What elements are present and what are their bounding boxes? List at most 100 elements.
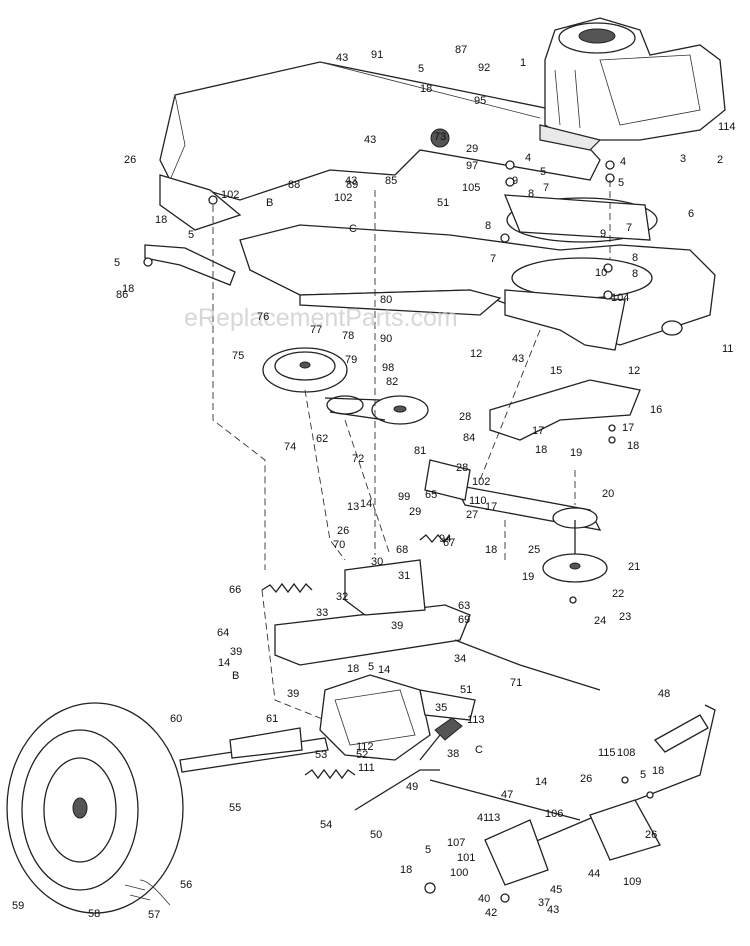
part-label: 87 — [455, 44, 467, 56]
part-label: 37 — [538, 897, 550, 909]
part-label: 18 — [420, 83, 432, 95]
part-label: 4 — [620, 156, 626, 168]
part-label: 7 — [626, 222, 632, 234]
control-rods — [354, 639, 601, 821]
part-label: 77 — [310, 324, 322, 336]
part-label: 45 — [550, 884, 562, 896]
part-label: 59 — [12, 900, 24, 912]
part-label: 58 — [88, 908, 100, 920]
part-label: 16 — [650, 404, 662, 416]
part-label: 73 — [434, 131, 446, 143]
part-label: 35 — [435, 702, 447, 714]
part-label: 65 — [425, 489, 437, 501]
part-label: 5 — [114, 257, 120, 269]
part-label: 6 — [688, 208, 694, 220]
part-label: 29 — [409, 506, 421, 518]
part-label: 14 — [360, 498, 372, 510]
part-label: 70 — [333, 539, 345, 551]
part-label: 72 — [352, 453, 364, 465]
part-label: 5 — [540, 166, 546, 178]
idler-bracket — [489, 379, 641, 441]
part-label: 57 — [148, 909, 160, 921]
part-label: 60 — [170, 713, 182, 725]
part-label: 99 — [398, 491, 410, 503]
part-label: 14 — [218, 657, 230, 669]
part-label: 114 — [718, 121, 736, 133]
part-label: 44 — [588, 868, 600, 880]
part-label: 12 — [470, 348, 482, 360]
part-label: 110 — [469, 495, 487, 507]
part-label: 78 — [342, 330, 354, 342]
part-label: 30 — [371, 556, 383, 568]
part-label: 8 — [528, 188, 534, 200]
part-number-labels: 1 2 3 4 4 5 5 5 5 5 5 5 5 6 7 7 7 8 8 8 … — [12, 44, 736, 921]
part-label: 5 — [425, 844, 431, 856]
part-label: 9 — [600, 228, 606, 240]
bracket-86 — [144, 244, 236, 286]
part-label: 11 — [722, 343, 733, 355]
part-label: 40 — [478, 893, 490, 905]
part-label: 79 — [345, 354, 357, 366]
part-label: 25 — [528, 544, 540, 556]
part-label: 20 — [602, 488, 614, 500]
part-label: 43 — [364, 134, 376, 146]
part-label: 43 — [547, 904, 559, 916]
part-label: 91 — [371, 49, 383, 61]
part-label: 53 — [315, 749, 327, 761]
part-label: 13 — [347, 501, 359, 513]
part-label: 10 — [595, 267, 607, 279]
bracket-80 — [299, 289, 502, 316]
part-label: 18 — [652, 765, 664, 777]
part-label: 18 — [122, 283, 134, 295]
part-label: 108 — [617, 747, 635, 759]
part-label: 18 — [347, 663, 359, 675]
part-label: 82 — [386, 376, 398, 388]
lower-pulley — [542, 507, 608, 583]
part-label: 112 — [356, 741, 374, 753]
part-label: 26 — [337, 525, 349, 537]
part-label: 17 — [622, 422, 634, 434]
rear-wheel — [6, 702, 184, 914]
part-label: 18 — [400, 864, 412, 876]
part-label: 102 — [472, 476, 490, 488]
part-label: 18 — [485, 544, 497, 556]
part-label: 38 — [447, 748, 459, 760]
part-label: 13 — [488, 812, 500, 824]
part-label: 86 — [116, 289, 128, 301]
part-label: 18 — [155, 214, 167, 226]
part-label: C — [349, 223, 357, 235]
upper-chassis-panel — [159, 61, 601, 231]
part-label: 17 — [485, 501, 497, 513]
part-label: 5 — [418, 63, 424, 75]
part-label: 24 — [594, 615, 606, 627]
part-label: 54 — [320, 819, 332, 831]
part-label: 29 — [466, 143, 478, 155]
part-label: 101 — [457, 852, 475, 864]
part-label: 85 — [385, 175, 397, 187]
watermark-text: eReplacementParts.com — [184, 304, 458, 332]
part-label: 52 — [356, 749, 368, 761]
part-label: 43 — [345, 175, 357, 187]
part-label: 26 — [124, 154, 136, 166]
springs — [261, 534, 451, 780]
part-label: 28 — [459, 411, 471, 423]
part-label: 94 — [439, 533, 451, 545]
part-label: 97 — [466, 160, 478, 172]
part-label: 81 — [414, 445, 426, 457]
part-label: 14 — [535, 776, 547, 788]
part-label: 88 — [288, 179, 300, 191]
part-label: 39 — [391, 620, 403, 632]
part-label: 95 — [474, 95, 486, 107]
part-label: 75 — [232, 350, 244, 362]
dashed-guide-lines — [212, 180, 611, 721]
part-label: 22 — [612, 588, 624, 600]
transmission-plate — [274, 559, 471, 666]
part-label: 49 — [406, 781, 418, 793]
part-label: 107 — [447, 837, 465, 849]
drive-pulleys — [262, 347, 429, 425]
part-label: 55 — [229, 802, 241, 814]
part-label: 5 — [640, 769, 646, 781]
part-label: 102 — [221, 189, 239, 201]
hardware — [143, 128, 654, 903]
part-label: 64 — [217, 627, 229, 639]
